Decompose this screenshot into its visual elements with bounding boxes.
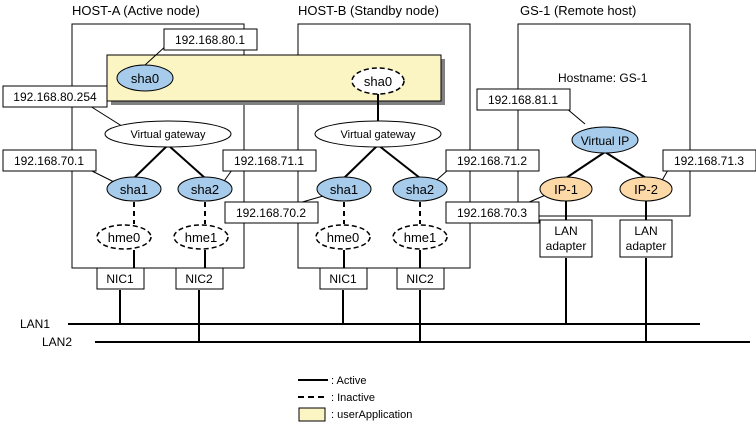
address-a-sha0: 192.168.80.1: [175, 33, 245, 47]
gs1-virtual-ip-label: Virtual IP: [581, 134, 629, 148]
host-b-sha0-ellipse: [351, 67, 405, 95]
host-a-sha0-ellipse: [116, 64, 174, 92]
address-b-sha1: 192.168.70.2: [236, 206, 306, 220]
gs1-virtual-ip-ellipse: [571, 126, 639, 154]
host-a-sha1-label: sha1: [120, 182, 148, 197]
host-a-nic2-label: NIC2: [185, 272, 213, 286]
address-box-a-sha0: [163, 28, 258, 51]
lan2-label: LAN2: [42, 335, 72, 349]
host-a-virtual-gateway-label: Virtual gateway: [130, 129, 206, 141]
address-box-a-sha1: [2, 149, 97, 172]
host-a-nic1-box: [96, 267, 145, 290]
gs1-ip2-ellipse: [619, 176, 673, 202]
host-b-nic2-label: NIC2: [406, 272, 434, 286]
host-b-nic1-box: [319, 267, 368, 290]
address-box-gs-vip: [476, 88, 571, 111]
host-a-nic1-label: NIC1: [106, 272, 134, 286]
address-box-gs-ip2: [662, 149, 756, 172]
gs1-lan-adapter-2-line2: adapter: [626, 239, 667, 253]
gs1-lan-adapter-1-line2: adapter: [546, 239, 587, 253]
host-b-hme1-label: hme1: [404, 230, 437, 245]
address-a-gateway: 192.168.80.254: [13, 90, 97, 104]
legend-active-label: : Active: [331, 375, 366, 387]
legend-user-application-label: : userApplication: [331, 409, 412, 421]
lan1-label: LAN1: [20, 317, 50, 331]
host-b-hme1-ellipse: [392, 224, 448, 250]
host-a-sha2-label: sha2: [191, 182, 219, 197]
address-box-gs-ip1: [445, 201, 540, 224]
host-b-hme0-label: hme0: [327, 230, 360, 245]
host-a-sha1-ellipse: [106, 176, 162, 202]
host-b-nic1-label: NIC1: [329, 272, 357, 286]
address-b-sha2: 192.168.71.2: [457, 154, 527, 168]
host-b-nic2-box: [396, 267, 445, 290]
host-b-sha1-label: sha1: [330, 182, 358, 197]
address-box-b-sha2: [445, 149, 540, 172]
gs1-lan-adapter-2-line1: LAN: [634, 224, 657, 238]
legend-inactive-label: : Inactive: [331, 392, 375, 404]
host-a-hme0-ellipse: [96, 224, 152, 250]
host-b-sha2-label: sha2: [406, 182, 434, 197]
gs1-lan-adapter-2-box: [619, 219, 673, 258]
address-a-sha2: 192.168.71.1: [234, 154, 304, 168]
host-b-sha2-ellipse: [392, 176, 448, 202]
gs1-hostname: Hostname: GS-1: [558, 71, 648, 85]
legend-user-application-swatch: [298, 407, 326, 422]
host-b-virtual-gateway-label: Virtual gateway: [340, 129, 416, 141]
gs1-ip2-label: IP-2: [634, 182, 658, 197]
nic-lan-lines: [119, 250, 647, 342]
address-box-b-sha1: [224, 201, 319, 224]
host-a-virtual-gateway-ellipse: [104, 120, 232, 148]
address-gs-ip2: 192.168.71.3: [674, 154, 744, 168]
legend: : Active : Inactive : userApplication: [298, 375, 412, 422]
gs1-ip1-ellipse: [539, 176, 593, 202]
host-b-virtual-gateway-ellipse: [314, 120, 442, 148]
gs1-ip1-label: IP-1: [554, 182, 578, 197]
host-b-sha0-label: sha0: [364, 74, 392, 89]
address-box-a-sha2: [222, 149, 317, 172]
host-b-hme0-ellipse: [315, 224, 371, 250]
gs1-title: GS-1 (Remote host): [520, 3, 636, 18]
host-b-sha1-ellipse: [316, 176, 372, 202]
host-a-hme1-ellipse: [173, 224, 229, 250]
gs1-lan-adapter-1-box: [539, 219, 593, 258]
host-a-title: HOST-A (Active node): [72, 3, 200, 18]
host-a-nic2-box: [175, 267, 224, 290]
host-a-hme0-label: hme0: [108, 230, 141, 245]
address-gs-vip: 192.168.81.1: [488, 93, 558, 107]
address-gs-ip1: 192.168.70.3: [457, 206, 527, 220]
connection-lines: [133, 94, 647, 220]
gs1-lan-adapter-1-line1: LAN: [554, 224, 577, 238]
host-a-sha2-ellipse: [177, 176, 233, 202]
host-b-title: HOST-B (Standby node): [298, 3, 439, 18]
address-a-sha1: 192.168.70.1: [14, 154, 84, 168]
inactive-lines: [133, 202, 421, 224]
host-a-hme1-label: hme1: [185, 230, 218, 245]
host-a-sha0-label: sha0: [131, 71, 159, 86]
address-box-a-gateway: [2, 85, 108, 108]
